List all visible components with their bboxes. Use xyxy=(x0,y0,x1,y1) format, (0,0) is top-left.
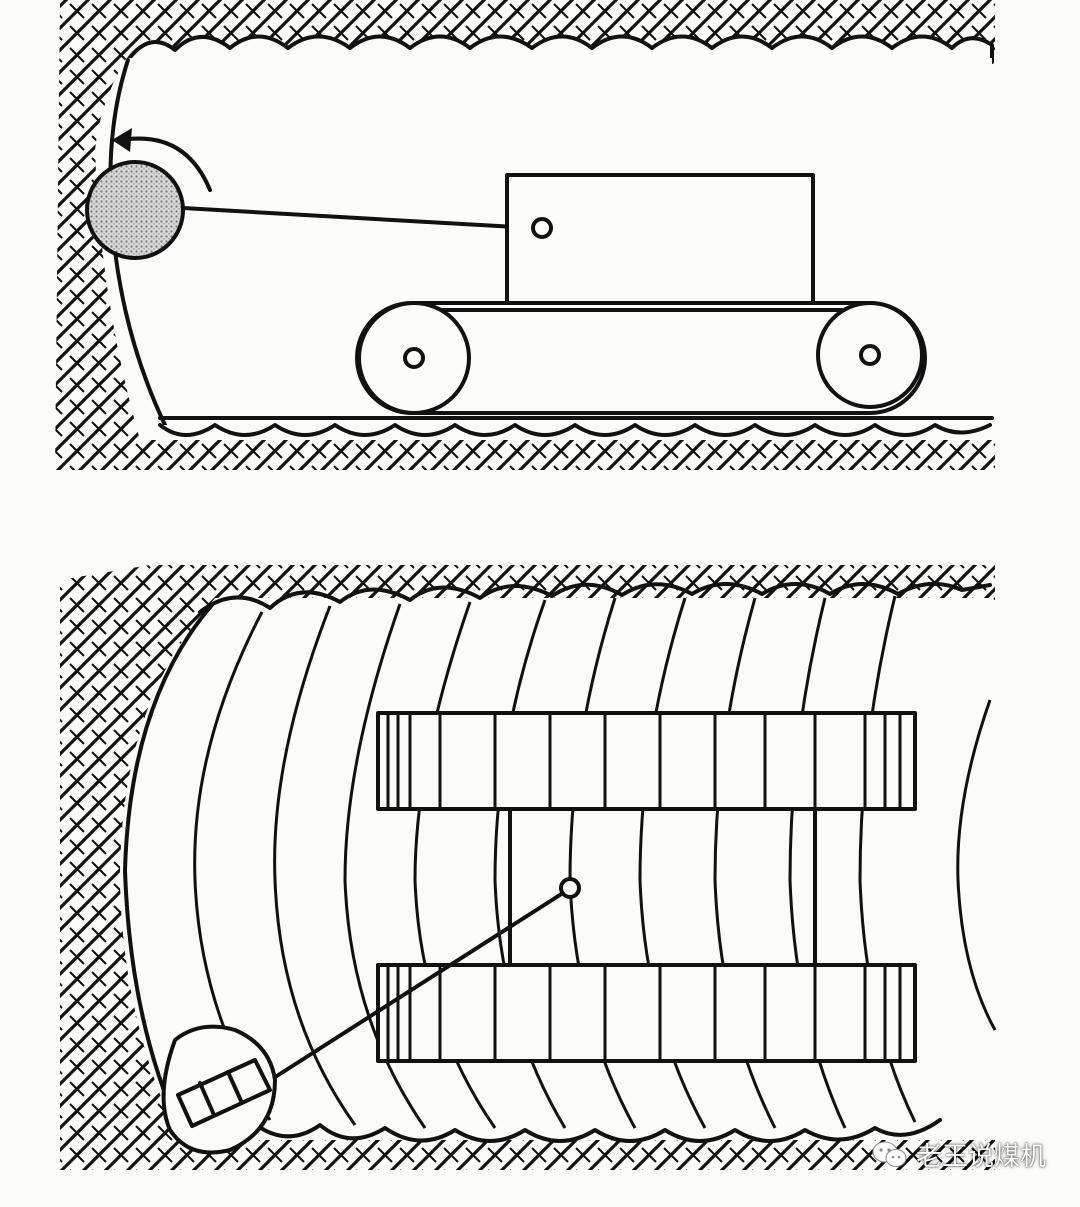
plan-view-panel xyxy=(60,565,997,1170)
boom-arm-plan xyxy=(256,891,565,1090)
machine-body xyxy=(505,173,815,305)
side-view-panel xyxy=(55,0,995,470)
roof-scallop-profile xyxy=(126,34,994,64)
upper-crawler-track xyxy=(376,711,917,811)
rear-drive-hub xyxy=(859,344,881,366)
lower-crawler-track xyxy=(376,963,917,1063)
rotation-arrow-head-icon xyxy=(112,128,132,152)
floor-scallop-profile xyxy=(158,423,992,437)
right-wall-scallop-profile xyxy=(248,1118,942,1143)
watermark: 老王说煤机 xyxy=(872,1136,1046,1173)
rock-mass-bottom xyxy=(60,565,995,1170)
boom-arm xyxy=(181,206,534,230)
cutter-head-plan xyxy=(161,1024,277,1155)
boom-pivot-plan xyxy=(559,877,581,899)
watermark-text: 老王说煤机 xyxy=(915,1142,1046,1172)
wechat-icon xyxy=(872,1141,907,1167)
left-wall-scallop-profile xyxy=(198,581,992,614)
boom-pivot xyxy=(531,217,553,239)
front-idler-hub xyxy=(403,347,425,369)
cutting-drum xyxy=(85,160,185,260)
rotation-arrow-icon xyxy=(120,136,212,192)
face-outline-bottom xyxy=(123,603,214,1132)
